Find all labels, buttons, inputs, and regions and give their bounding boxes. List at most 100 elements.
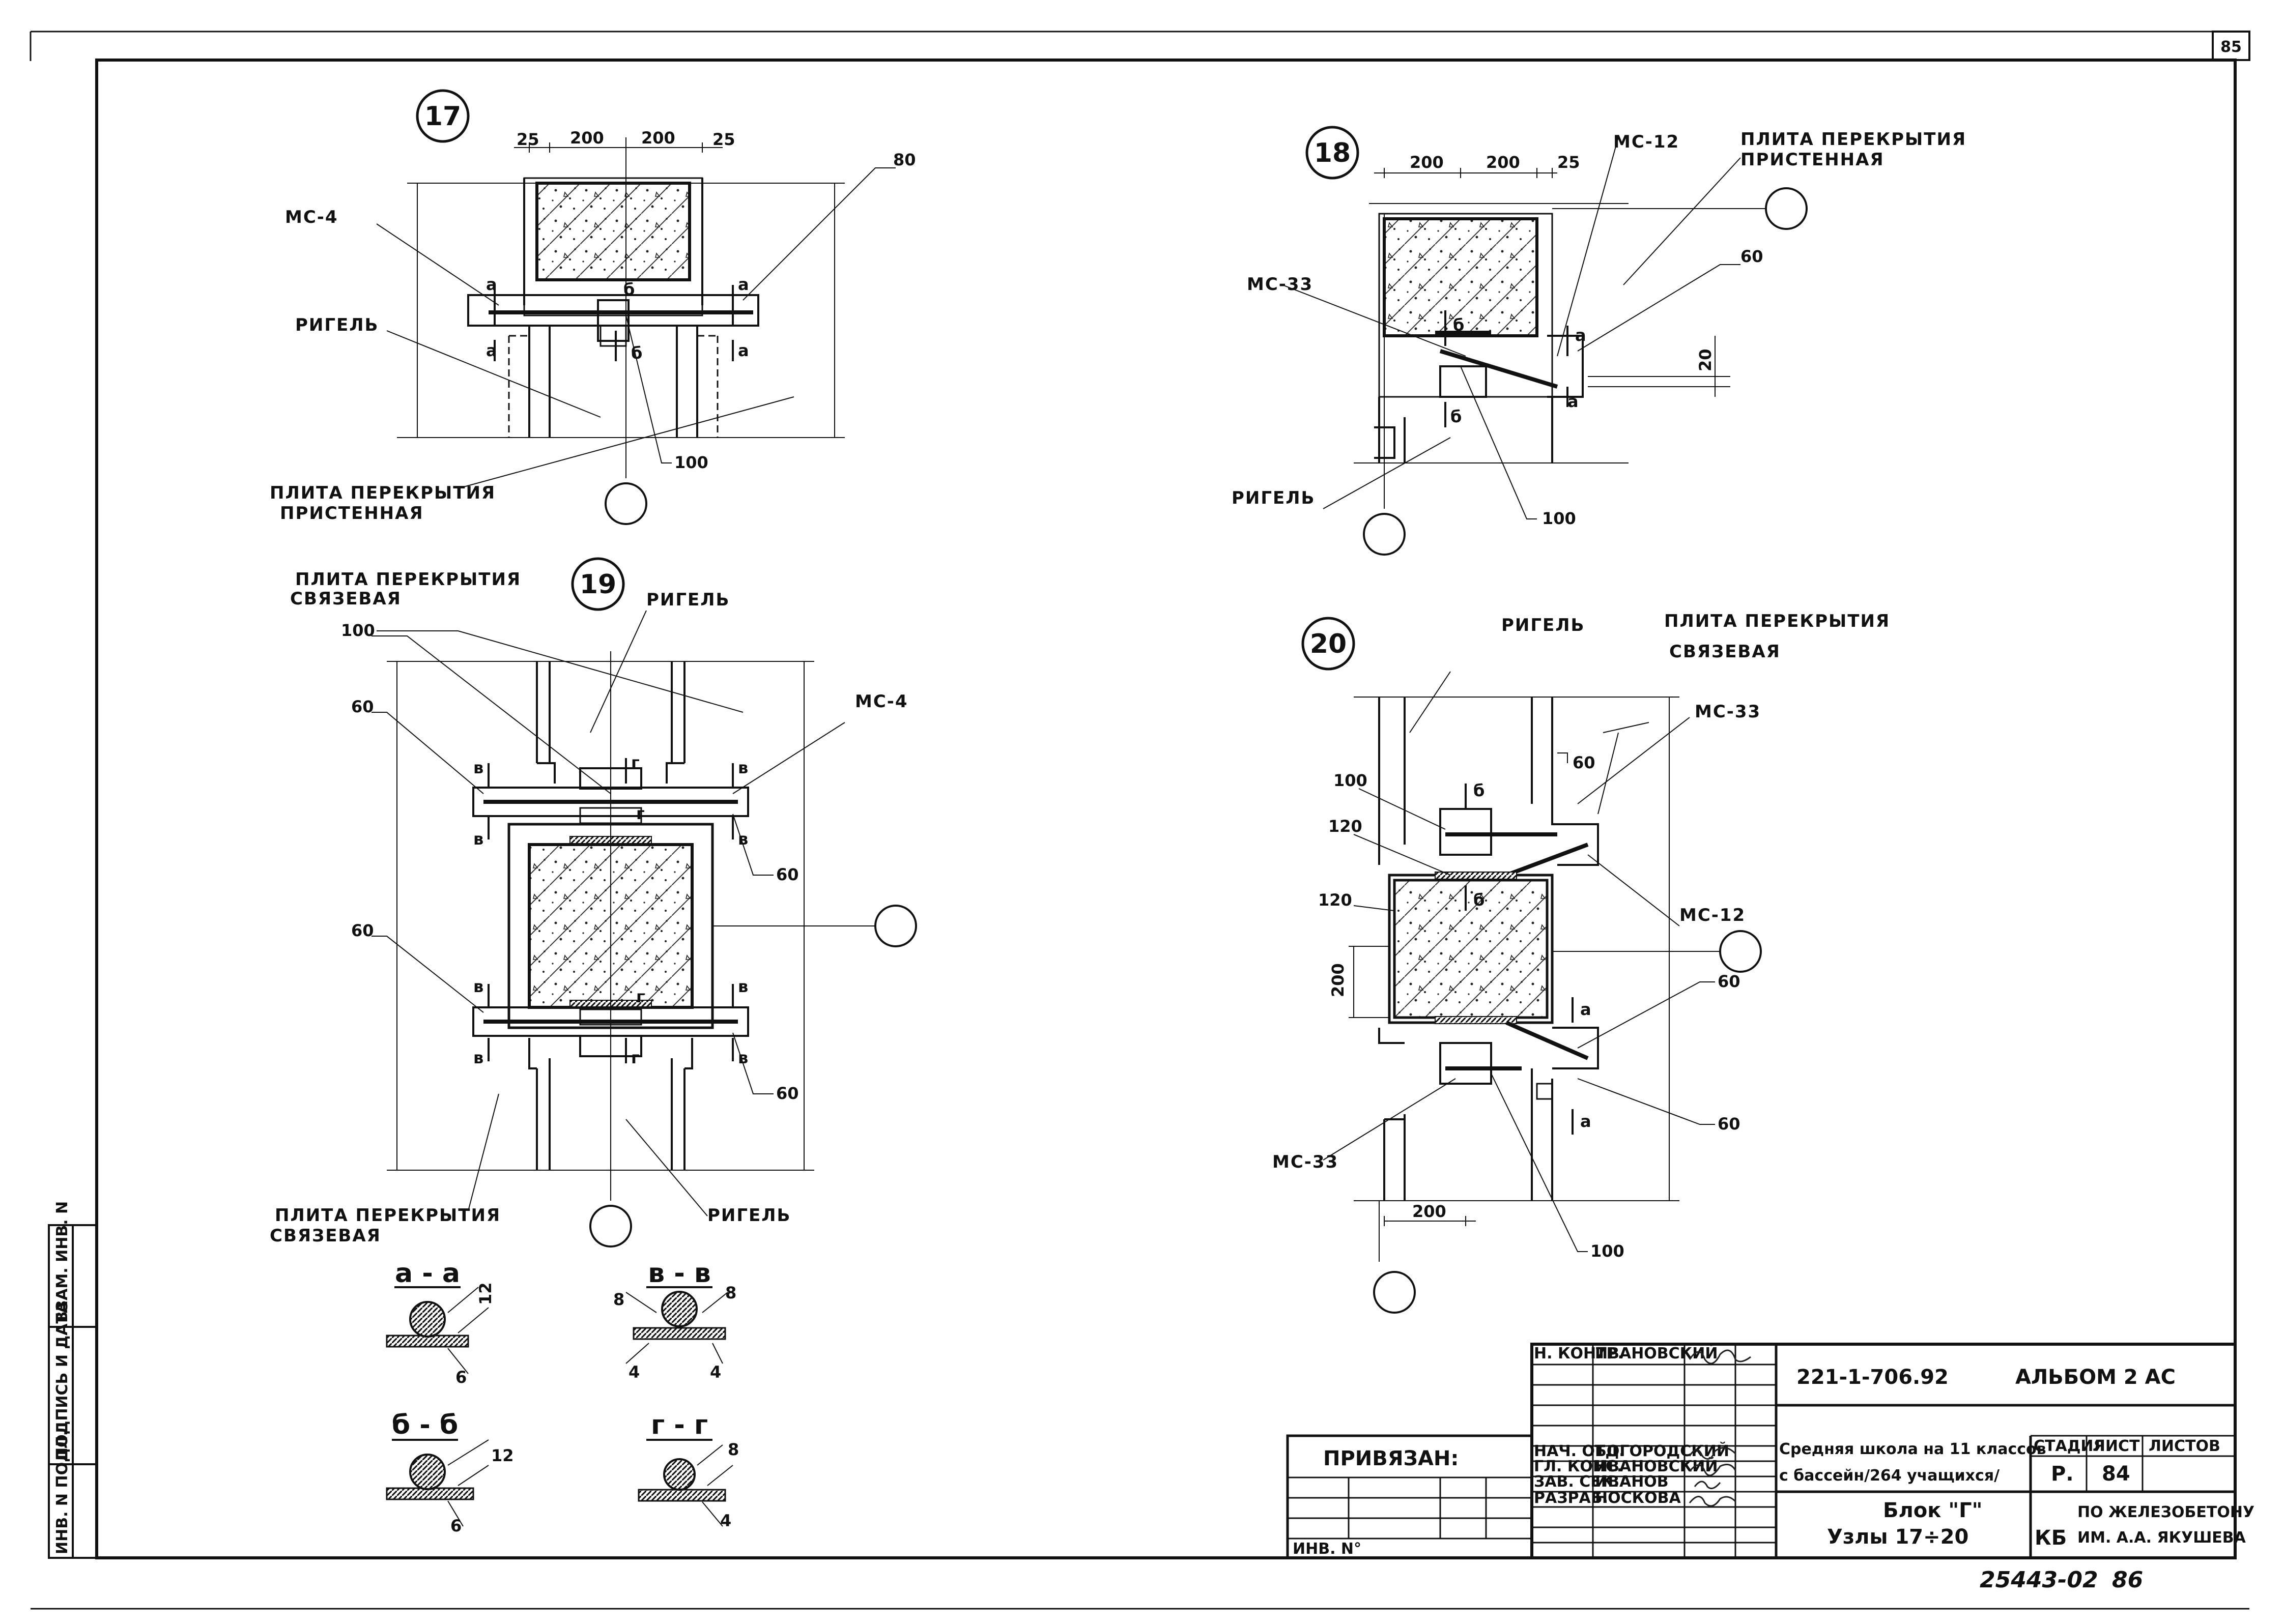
tb-sheet-value: 84 [2102,1462,2130,1486]
sheet-page-number: 85 [2220,38,2242,56]
d17-mark-a2: а [486,341,497,360]
tb-block-line2: Узлы 17÷20 [1827,1525,1968,1549]
d17-dim-200a: 200 [570,128,604,148]
d20-label-plate1: ПЛИТА ПЕРЕКРЫТИЯ [1664,611,1890,631]
d20-mark-b2: б [1473,890,1484,910]
tb-privyazan-label: ПРИВЯЗАН: [1323,1447,1459,1470]
d17-dim-200b: 200 [641,128,675,148]
d19-dim-60d: 60 [776,1084,799,1103]
section-g-g [638,1439,733,1527]
tb-doc-code: 221-1-706.92 [1796,1366,1949,1389]
d18-dim-20: 20 [1696,349,1715,371]
footer-page: 86 [2112,1567,2143,1593]
d19-mark-g3: г [636,987,645,1006]
d18-mark-a2: а [1567,392,1579,411]
detail-17-number: 17 [424,101,461,132]
d20-dim-200h: 200 [1412,1202,1446,1221]
d19-label-rigel: РИГЕЛЬ [646,590,730,610]
d17-label-plate2: ПРИСТЕННАЯ [280,503,424,524]
section-b-b-dim-6: 6 [450,1516,462,1535]
d19-label-mc4: МС-4 [855,691,908,712]
section-v-v-dim-4b: 4 [710,1362,721,1382]
d17-mark-a4: а [738,341,749,360]
section-v-v-dim-8a: 8 [613,1290,624,1309]
d18-label-mc12: МС-12 [1613,132,1679,152]
d19-mark-v5: в [473,977,483,996]
side-stamp [48,1224,98,1559]
d20-dim-100b: 100 [1590,1241,1624,1261]
d18-dim-100: 100 [1542,509,1576,528]
section-b-b [386,1439,489,1527]
detail-18 [1282,126,1808,556]
d18-dim-200a: 200 [1410,153,1444,172]
d19-dim-100: 100 [341,621,375,640]
d19-label-plate1: ПЛИТА ПЕРЕКРЫТИЯ [295,569,521,590]
d17-dim-25a: 25 [517,130,539,149]
section-a-a [386,1286,489,1374]
d17-dim-25b: 25 [712,130,735,149]
detail-19 [372,557,917,1248]
detail-20 [1301,617,1762,1314]
d19-mark-v7: в [738,977,748,996]
detail-17 [376,89,896,525]
d19-label-rigel-b: РИГЕЛЬ [707,1205,791,1226]
detail-19-number: 19 [580,569,616,600]
tb-block-line1: Блок "Г" [1883,1499,1983,1522]
tb-role-nach-otd: НАЧ. ОТД. [1534,1442,1625,1460]
tb-org-kb: КБ [2035,1526,2067,1550]
stamp-signature-date: ПОДПИСЬ И ДАТА [53,1301,71,1460]
d20-mark-b1: б [1473,781,1484,800]
d20-dim-60a: 60 [1573,753,1595,772]
signatures [1689,1349,1751,1507]
d19-dim-60b: 60 [776,865,799,884]
tb-name-razrab: НОСКОВА [1595,1489,1681,1507]
d19-label-plate-b2: СВЯЗЕВАЯ [270,1226,381,1246]
d19-dim-60a: 60 [351,697,374,716]
section-a-a-title: а - а [395,1258,460,1289]
tb-inv-label: ИНВ. N° [1293,1540,1361,1558]
d19-label-plate-b1: ПЛИТА ПЕРЕКРЫТИЯ [275,1205,501,1226]
d20-label-rigel: РИГЕЛЬ [1501,615,1585,635]
d19-dim-60c: 60 [351,921,374,940]
d17-mark-b2: б [631,343,642,363]
d17-label-plate1: ПЛИТА ПЕРЕКРЫТИЯ [270,483,496,503]
footer-number: 25443-02 [1980,1567,2098,1593]
section-b-b-title: б - б [392,1410,458,1440]
d19-label-plate2: СВЯЗЕВАЯ [290,589,402,609]
section-g-g-dim-8: 8 [728,1440,739,1459]
detail-20-number: 20 [1310,629,1347,659]
tb-sheet-label: ЛИСТ [2093,1437,2140,1455]
tb-project-line1: Средняя школа на 11 классов [1779,1440,2046,1458]
tb-name-gl-kons: ИВАНОВСКИЙ [1595,1457,1718,1475]
d20-label-mc33a: МС-33 [1695,702,1761,722]
d19-mark-g4: г [631,1048,640,1067]
d19-mark-g2: г [636,804,645,823]
d20-dim-60c: 60 [1718,1114,1740,1134]
d20-dim-60b: 60 [1718,972,1740,991]
d19-mark-v3: в [738,758,748,777]
tb-name-zav-sek: ИВАНОВ [1595,1473,1669,1491]
section-v-v-title: в - в [648,1258,711,1289]
d18-label-plate2: ПРИСТЕННАЯ [1740,150,1885,170]
stamp-inv-podl: ИНВ. N ПОДЛ. [53,1430,71,1554]
tb-role-gl-kons: ГЛ. КОНС. [1534,1458,1622,1475]
d18-mark-b1: б [1453,315,1464,335]
d19-mark-v1: в [473,758,483,777]
d17-dim-80: 80 [893,150,916,169]
d20-dim-200v: 200 [1328,963,1348,997]
stamp-vzam-inv: ВЗАМ. ИНВ. N [53,1201,71,1323]
detail-18-number: 18 [1314,138,1351,168]
tb-org-line2: ИМ. А.А. ЯКУШЕВА [2077,1529,2246,1547]
section-a-a-dim-6: 6 [455,1368,467,1387]
d17-label-rigel: РИГЕЛЬ [295,315,379,335]
d20-label-mc12: МС-12 [1679,905,1746,925]
d20-mark-a1: а [1580,1000,1591,1019]
d20-dim-100a: 100 [1333,771,1367,790]
section-g-g-dim-4: 4 [720,1511,731,1530]
tb-role-razrab: РАЗРАБ. [1534,1489,1608,1507]
d20-label-mc33b: МС-33 [1272,1152,1338,1172]
tb-stage-value: Р. [2051,1462,2074,1486]
d18-dim-200b: 200 [1486,153,1520,172]
